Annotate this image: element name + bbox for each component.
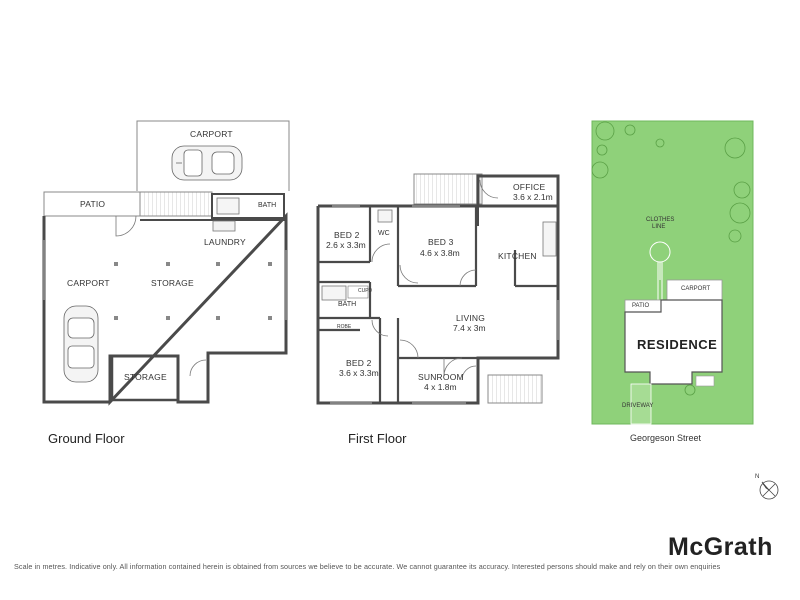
- disclaimer-text: Scale in metres. Indicative only. All in…: [14, 562, 721, 571]
- brand-logo: McGrath: [668, 533, 773, 561]
- site-patio-label: PATIO: [632, 303, 650, 309]
- car-left-icon: [63, 305, 99, 383]
- site-carport-label: CARPORT: [681, 286, 711, 292]
- site-trees: [591, 121, 751, 396]
- residence-label: RESIDENCE: [637, 337, 718, 352]
- site-plan: [591, 120, 754, 425]
- living-size: 7.4 x 3m: [453, 323, 486, 333]
- office-size: 3.6 x 2.1m: [513, 192, 553, 202]
- ground-bath-label: BATH: [258, 202, 277, 209]
- cupd-label: CUPD: [358, 288, 373, 294]
- bed2-top-label: BED 2: [334, 230, 360, 240]
- north-label: N: [755, 474, 760, 480]
- bed3-size: 4.6 x 3.8m: [420, 248, 460, 258]
- ground-storage-small-label: STORAGE: [124, 372, 167, 382]
- first-floor-plan: [316, 173, 560, 405]
- ground-storage-main-label: STORAGE: [151, 278, 194, 288]
- street-label: Georgeson Street: [630, 433, 702, 443]
- driveway-label: DRIVEWAY: [622, 403, 654, 409]
- bath-label: BATH: [338, 301, 357, 308]
- bed2-bottom-label: BED 2: [346, 358, 372, 368]
- ground-laundry-label: LAUNDRY: [204, 237, 246, 247]
- ground-carport-top-label: CARPORT: [190, 129, 233, 139]
- ground-floor-plan: [42, 120, 290, 406]
- clothes-line-icon: [649, 241, 671, 300]
- ground-carport-top-outline: [136, 120, 290, 191]
- clothes-line-label-1: CLOTHES: [646, 217, 675, 223]
- car-top-icon: [171, 145, 243, 181]
- ground-columns: [114, 262, 272, 320]
- north-arrow-icon: [759, 480, 779, 500]
- bed3-label: BED 3: [428, 237, 454, 247]
- ground-stairs: [139, 191, 213, 217]
- first-stairs-top: [413, 173, 483, 205]
- sunroom-label: SUNROOM: [418, 372, 464, 382]
- ground-floor-caption: Ground Floor: [48, 431, 125, 446]
- bed2-top-size: 2.6 x 3.3m: [326, 240, 366, 250]
- clothes-line-label-2: LINE: [652, 224, 666, 230]
- wc-label: WC: [378, 230, 390, 237]
- ground-patio: [43, 191, 141, 217]
- first-floor-caption: First Floor: [348, 431, 407, 446]
- sunroom-size: 4 x 1.8m: [424, 382, 457, 392]
- robe-label: ROBE: [337, 324, 352, 330]
- kitchen-label: KITCHEN: [498, 251, 537, 261]
- living-label: LIVING: [456, 313, 486, 323]
- ground-carport-left-label: CARPORT: [67, 278, 110, 288]
- office-label: OFFICE: [513, 182, 546, 192]
- bed2-bottom-size: 3.6 x 3.3m: [339, 368, 379, 378]
- site-driveway: [630, 383, 652, 425]
- first-stairs-bottom: [487, 374, 543, 404]
- site-residence: [624, 299, 723, 385]
- ground-patio-label: PATIO: [80, 199, 106, 209]
